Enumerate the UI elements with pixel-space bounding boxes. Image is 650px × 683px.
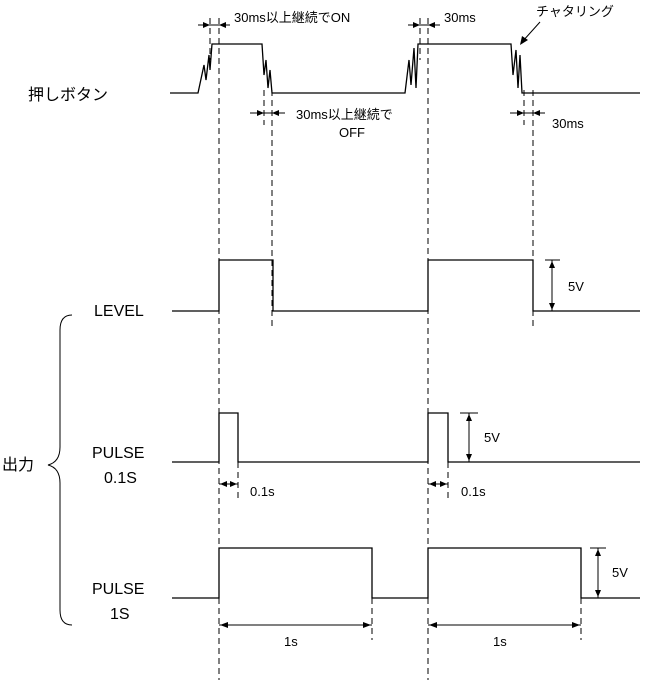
pulse01-voltage-arrowhead-top — [466, 414, 472, 421]
level-voltage-label: 5V — [568, 279, 584, 294]
pulse01-voltage-arrowhead-bottom — [466, 454, 472, 461]
off-delay-label-2: 30ms — [552, 116, 584, 131]
pulse01-label-line2: 0.1S — [104, 470, 137, 487]
off-delay-arrowhead1a — [257, 110, 264, 116]
off-delay-label-line1: 30ms以上継続で — [296, 107, 393, 122]
on-delay-arrowhead1a — [203, 22, 210, 28]
on-delay-label-2: 30ms — [444, 10, 476, 25]
pulse1-voltage-arrowhead-bottom — [595, 590, 601, 597]
off-delay-arrowhead2a — [517, 110, 524, 116]
chatter-pointer-head — [520, 36, 528, 45]
level-label: LEVEL — [94, 303, 144, 320]
pulse01-waveform — [172, 412, 640, 463]
on-delay-arrowhead2b — [428, 22, 435, 28]
pulse01-width-label-a: 0.1s — [250, 484, 275, 499]
output-label: 出力 — [2, 456, 34, 474]
pulse1-voltage-arrowhead-top — [595, 549, 601, 556]
off-delay-label-line2: OFF — [339, 125, 365, 140]
off-delay-arrowhead2b — [533, 110, 540, 116]
output-brace — [47, 314, 73, 626]
on-delay-arrowhead1b — [219, 22, 226, 28]
pulse1-label-line1: PULSE — [92, 581, 144, 598]
pulse01-width-arrowhead1b — [230, 481, 237, 487]
button-waveform — [170, 43, 640, 94]
pulse01-width-arrowhead1a — [220, 481, 227, 487]
pulse01-width-arrowhead2a — [429, 481, 436, 487]
pulse01-width-label-b: 0.1s — [461, 484, 486, 499]
on-delay-label: 30ms以上継続でON — [234, 10, 350, 25]
pulse01-voltage-label: 5V — [484, 430, 500, 445]
pulse01-label-line1: PULSE — [92, 445, 144, 462]
pulse1-voltage-label: 5V — [612, 565, 628, 580]
button-label: 押しボタン — [28, 86, 108, 104]
pulse1-waveform — [172, 547, 640, 599]
chatter-label: チャタリング — [536, 4, 614, 19]
pulse1-width-arrowhead1b — [363, 622, 371, 628]
pulse01-width-arrowhead2b — [440, 481, 447, 487]
pulse1-width-arrowhead2b — [572, 622, 580, 628]
pulse1-width-arrowhead1a — [220, 622, 228, 628]
level-voltage-arrowhead-bottom — [549, 303, 555, 310]
pulse1-width-label-a: 1s — [284, 634, 298, 649]
off-delay-arrowhead1b — [272, 110, 279, 116]
on-delay-arrowhead2a — [413, 22, 420, 28]
level-voltage-arrowhead-top — [549, 261, 555, 268]
pulse1-label-line2: 1S — [110, 606, 130, 623]
pulse1-width-label-b: 1s — [493, 634, 507, 649]
pulse1-width-arrowhead2a — [429, 622, 437, 628]
level-waveform — [172, 259, 640, 312]
